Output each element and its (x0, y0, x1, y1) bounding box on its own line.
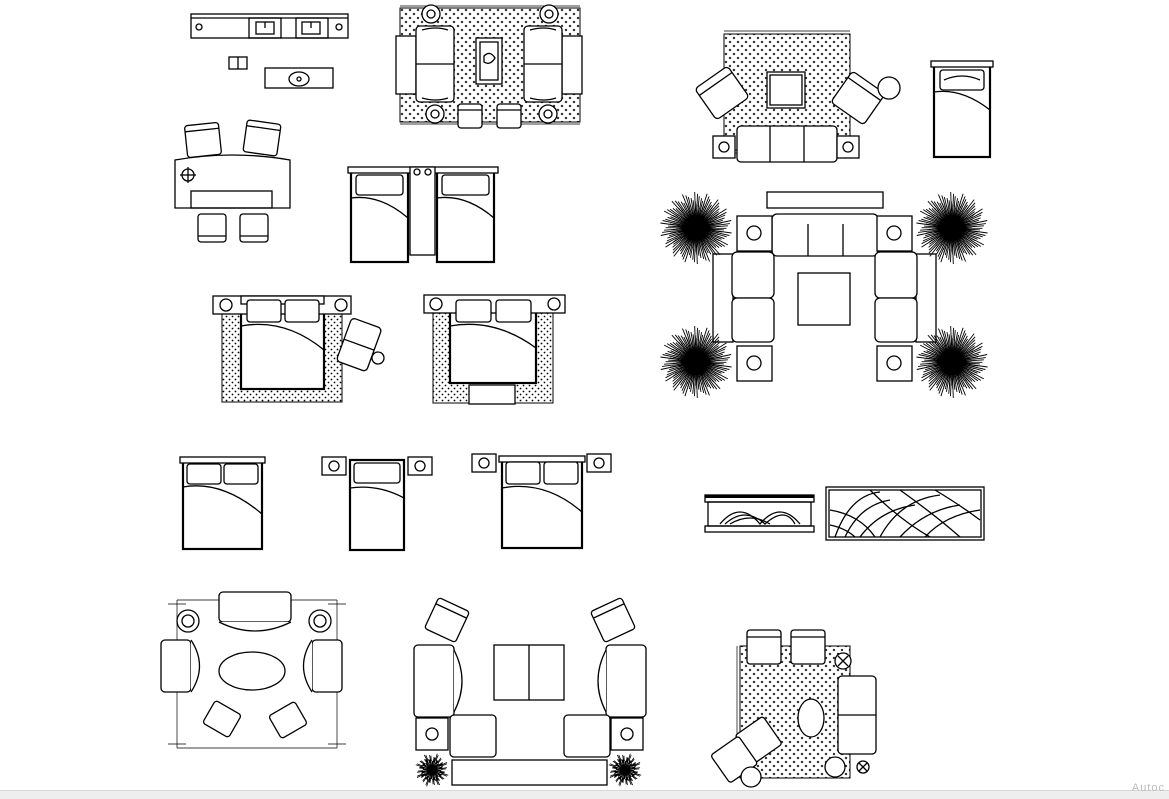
double-bed-nightstands (471, 453, 612, 550)
single-bed-small (930, 60, 994, 159)
plant-icon (415, 753, 449, 787)
plant-icon (916, 191, 988, 265)
lounge-with-plants (413, 597, 647, 786)
watermark-text: Autoc (1131, 782, 1165, 794)
single-bed-nightstands (321, 456, 433, 552)
double-bed-rug-bench (423, 294, 566, 405)
twin-beds (347, 166, 499, 264)
vanity-unit (190, 13, 349, 89)
plant-icon (660, 325, 732, 399)
living-room-plants (712, 191, 937, 382)
living-set-angled-chairs (695, 30, 901, 163)
double-bed-rug-with-chair (212, 295, 385, 403)
plant-icon (608, 753, 642, 787)
corner-lounge-rug (711, 629, 877, 788)
status-bar (0, 790, 1169, 799)
plant-icon (916, 325, 988, 399)
plant-icon (660, 191, 732, 265)
bench-elevation (704, 494, 815, 533)
desk-with-chairs (174, 119, 291, 243)
living-set-rug-two-sofas (395, 4, 583, 129)
double-bed-plain (179, 456, 266, 551)
plant-group (415, 191, 988, 787)
decorative-panel (825, 486, 985, 541)
oval-table-lounge (160, 591, 346, 749)
